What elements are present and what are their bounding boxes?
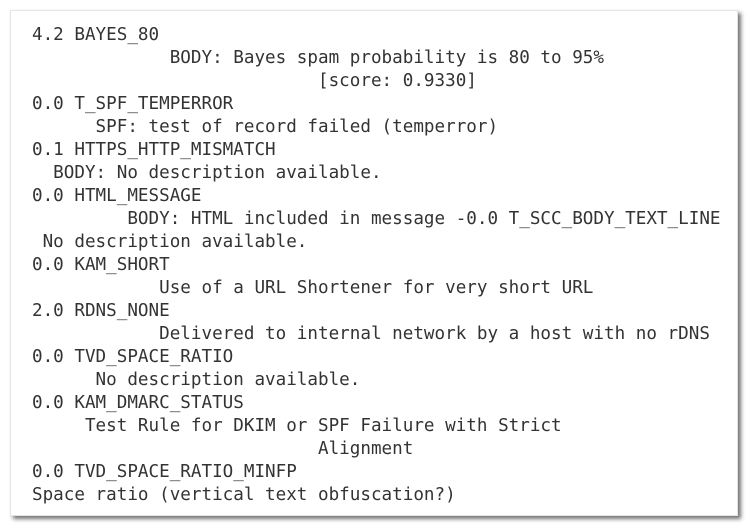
report-line: 0.0 TVD_SPACE_RATIO_MINFP bbox=[32, 462, 297, 482]
report-line: Test Rule for DKIM or SPF Failure with S… bbox=[32, 416, 562, 436]
report-line: 0.0 T_SPF_TEMPERROR bbox=[32, 94, 234, 114]
report-line: 4.2 BAYES_80 bbox=[32, 25, 160, 45]
report-line: Use of a URL Shortener for very short UR… bbox=[32, 278, 594, 298]
report-line: BODY: No description available. bbox=[32, 163, 382, 183]
report-line: 0.1 HTTPS_HTTP_MISMATCH bbox=[32, 140, 276, 160]
report-line: BODY: HTML included in message -0.0 T_SC… bbox=[32, 209, 721, 229]
report-line: 0.0 TVD_SPACE_RATIO bbox=[32, 347, 234, 367]
report-line: SPF: test of record failed (temperror) bbox=[32, 117, 499, 137]
report-line: 0.0 KAM_DMARC_STATUS bbox=[32, 393, 244, 413]
report-line: 2.0 RDNS_NONE bbox=[32, 301, 170, 321]
report-line: [score: 0.9330] bbox=[32, 71, 477, 91]
report-line: Alignment bbox=[32, 439, 414, 459]
report-line: Space ratio (vertical text obfuscation?) bbox=[32, 485, 456, 505]
report-line: 0.0 HTML_MESSAGE bbox=[32, 186, 202, 206]
report-line: BODY: Bayes spam probability is 80 to 95… bbox=[32, 48, 604, 68]
spam-report-panel: 4.2 BAYES_80 BODY: Bayes spam probabilit… bbox=[10, 10, 738, 516]
report-line: Delivered to internal network by a host … bbox=[32, 324, 710, 344]
report-line: 0.0 KAM_SHORT bbox=[32, 255, 170, 275]
report-line: No description available. bbox=[32, 370, 361, 390]
spam-report-text: 4.2 BAYES_80 BODY: Bayes spam probabilit… bbox=[32, 24, 721, 507]
report-line: No description available. bbox=[32, 232, 308, 252]
